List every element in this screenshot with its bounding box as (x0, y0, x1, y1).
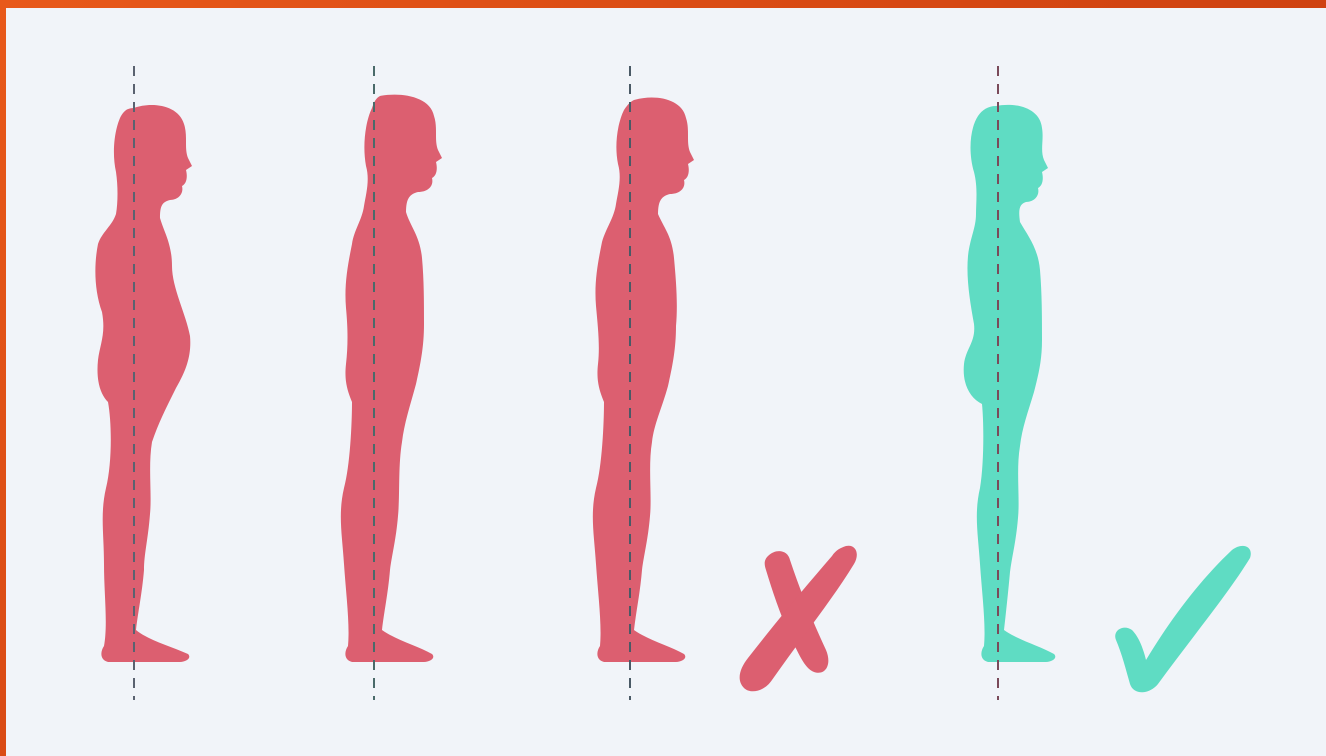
posture-figure-4 (964, 66, 1056, 700)
silhouette-incorrect (341, 95, 442, 662)
silhouette-incorrect (95, 105, 192, 662)
silhouette-incorrect (593, 97, 694, 662)
cross-icon (740, 546, 857, 692)
posture-figure-1 (95, 66, 192, 700)
check-icon (1115, 546, 1251, 692)
silhouette-correct (964, 105, 1056, 662)
posture-figure-3 (593, 66, 694, 700)
posture-figure-2 (341, 66, 442, 700)
